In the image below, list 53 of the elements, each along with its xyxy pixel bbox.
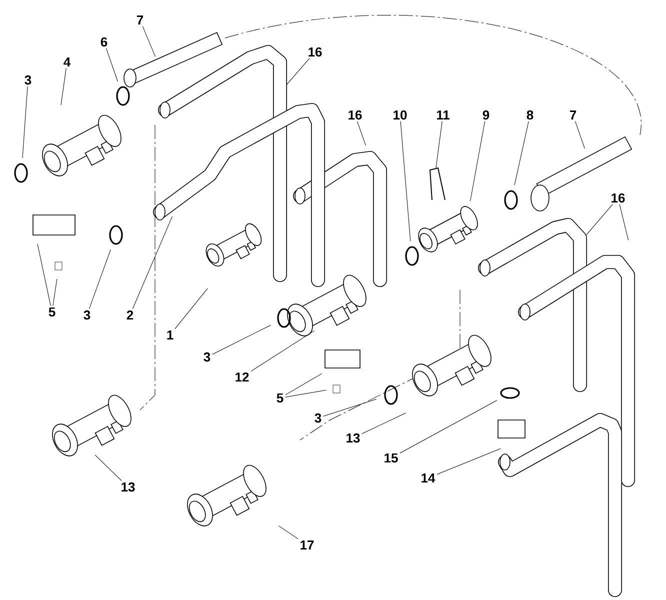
- leader-line: [106, 48, 118, 82]
- leader-line: [356, 121, 366, 146]
- callout-number: 17: [300, 540, 314, 550]
- callout-number: 7: [136, 16, 144, 24]
- callout-number: 8: [526, 110, 534, 120]
- leader-line: [514, 121, 529, 186]
- callout-number: 6: [100, 37, 108, 47]
- leader-line: [89, 249, 111, 309]
- callout-number: 1: [167, 330, 174, 340]
- leader-line: [285, 373, 322, 396]
- callout-number: 5: [48, 307, 56, 317]
- callout-number: 4: [64, 58, 71, 66]
- callout-number: 5: [276, 393, 284, 403]
- callout-number: 12: [236, 372, 249, 382]
- leader-line: [574, 120, 585, 149]
- leader-line: [400, 121, 411, 242]
- leader-line: [142, 26, 156, 57]
- callout-number: 14: [422, 474, 436, 482]
- leader-line: [436, 448, 501, 475]
- leader-line: [619, 204, 629, 240]
- leader-line: [212, 324, 271, 355]
- leader-line: [37, 244, 51, 306]
- leader-line: [586, 204, 613, 235]
- leader-line: [132, 216, 172, 310]
- leader-line: [52, 278, 58, 306]
- leader-line: [250, 330, 314, 372]
- leader-line: [22, 86, 28, 158]
- callout-number: 13: [122, 482, 135, 492]
- leader-line: [286, 58, 310, 85]
- callout-number: 3: [84, 310, 90, 320]
- leader-line: [278, 526, 298, 540]
- callout-number: 3: [24, 75, 32, 85]
- callout-number: 16: [308, 47, 322, 57]
- callout-number: 16: [348, 110, 362, 120]
- leader-line: [400, 400, 498, 454]
- leader-line: [94, 454, 122, 481]
- callout-number: 3: [204, 352, 210, 362]
- leader-line: [60, 68, 66, 106]
- leader-line: [362, 412, 406, 434]
- leader-line: [323, 398, 377, 417]
- callout-number: 11: [436, 110, 450, 120]
- callout-number: 2: [126, 310, 134, 320]
- callout-number: 15: [384, 453, 398, 463]
- callout-number: 13: [346, 433, 360, 443]
- callout-number: 16: [612, 193, 625, 203]
- leader-line: [285, 390, 326, 398]
- callout-number: 7: [570, 110, 576, 120]
- callout-number: 3: [314, 413, 322, 423]
- callout-number: 10: [394, 110, 407, 120]
- leader-line: [470, 121, 486, 202]
- leader-line: [174, 288, 208, 330]
- callout-number: 9: [482, 110, 490, 120]
- leader-line: [436, 120, 442, 168]
